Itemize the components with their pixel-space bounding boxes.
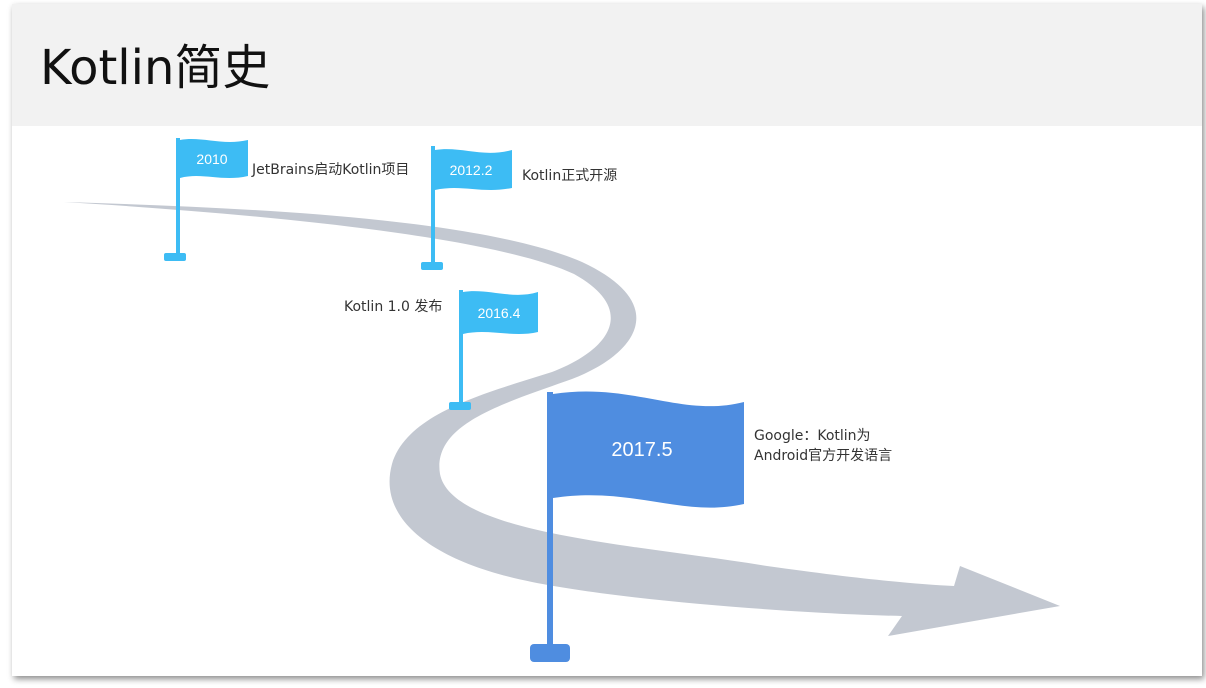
milestone-flag-2010: 2010 — [164, 138, 248, 261]
flag-pole — [459, 290, 463, 406]
flag-cloth — [180, 139, 248, 178]
flag-cloth — [463, 291, 538, 334]
flag-pole — [431, 146, 435, 264]
event-label-2016-4: Kotlin 1.0 发布 — [344, 299, 443, 315]
milestone-flag-2016-4: 2016.4 — [449, 290, 538, 410]
title-band — [12, 4, 1202, 126]
flag-date-label: 2010 — [196, 151, 227, 167]
flag-base — [164, 253, 186, 261]
milestone-flag-2017-5: 2017.5 — [530, 391, 744, 662]
flag-pole — [176, 138, 180, 256]
milestone-flag-2012-2: 2012.2 — [421, 146, 512, 270]
slide-title: Kotlin简史 — [40, 40, 271, 96]
flag-date-label: 2012.2 — [450, 162, 493, 178]
flag-pole — [547, 392, 553, 650]
flag-base — [421, 262, 443, 270]
event-label-2017-5: Google：Kotlin为Android官方开发语言 — [754, 428, 893, 464]
slide: Kotlin简史 2010 2012.2 2016.4 — [12, 4, 1202, 676]
event-label-2010: JetBrains启动Kotlin项目 — [252, 162, 410, 178]
flag-cloth — [435, 149, 512, 190]
flag-base — [449, 402, 471, 410]
flag-date-label: 2017.5 — [611, 439, 672, 461]
event-label-2012-2: Kotlin正式开源 — [522, 168, 618, 184]
flag-base — [530, 644, 570, 662]
road-path — [64, 202, 1060, 636]
timeline-diagram: 2010 2012.2 2016.4 2017.5 — [64, 138, 1060, 662]
flag-cloth — [553, 391, 744, 508]
flag-date-label: 2016.4 — [478, 305, 521, 321]
